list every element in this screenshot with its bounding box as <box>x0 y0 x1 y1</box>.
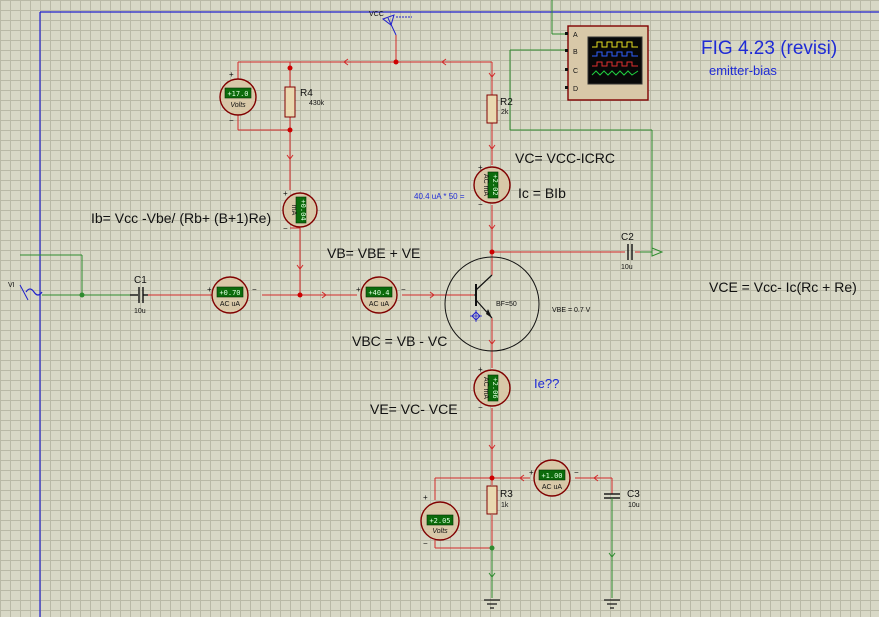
oscilloscope[interactable] <box>565 25 649 101</box>
c2-value: 10u <box>621 264 633 271</box>
vcc-label: VCC <box>369 11 384 18</box>
voltmeter-top-unit: Volts <box>230 102 246 109</box>
c3-value: 10u <box>628 502 640 509</box>
vce-formula: VCE = Vcc- Ic(Rc + Re) <box>709 279 857 295</box>
ib-formula: Ib= Vcc -Vbe/ (Rb+ (B+1)Re) <box>91 210 271 226</box>
voltmeter-ve-unit: Volts <box>432 528 448 535</box>
voltmeter-ve[interactable] <box>420 501 460 541</box>
ammeter-ib[interactable] <box>360 276 398 314</box>
ammeter-ie-unit: AC mA <box>482 377 489 400</box>
svg-text:+: + <box>478 365 483 374</box>
svg-text:−: − <box>423 539 428 548</box>
r2-ref: R2 <box>500 97 513 108</box>
capacitor-c1[interactable] <box>130 287 148 303</box>
c1-value: 10u <box>134 308 146 315</box>
svg-text:+: + <box>229 70 234 79</box>
ve-formula: VE= VC- VCE <box>370 401 458 417</box>
ground-symbol-r3 <box>484 599 500 609</box>
ie-question: Ie?? <box>534 376 559 391</box>
c2-ref: C2 <box>621 232 634 243</box>
svg-text:−: − <box>478 200 483 209</box>
oscilloscope-channel-labels: A B C D <box>573 32 578 93</box>
ground-symbol-c3 <box>604 599 620 609</box>
resistor-r4[interactable] <box>284 86 296 118</box>
vbe-note: VBE = 0.7 V <box>552 307 591 314</box>
svg-text:+: + <box>478 163 483 172</box>
svg-text:+: + <box>207 285 212 294</box>
page-title: FIG 4.23 (revisi) <box>701 38 837 59</box>
meter-polarity-signs: + − + − + − + − + − + − + − + − <box>207 70 579 548</box>
junction-dots <box>287 59 495 481</box>
osc-channel-d: D <box>573 86 578 93</box>
vi-source[interactable] <box>19 284 50 301</box>
voltmeter-top-reading: +17.0 <box>227 90 248 98</box>
red-wires <box>148 35 652 549</box>
capacitor-c3[interactable] <box>604 493 620 528</box>
osc-channel-a: A <box>573 32 578 39</box>
green-junctions <box>79 292 495 551</box>
current-arrows <box>286 58 599 482</box>
ammeter-r4-reading: +0.04 <box>299 199 307 220</box>
ammeter-r4-unit: mA <box>290 205 297 216</box>
bjt-transistor[interactable] <box>444 256 540 352</box>
ammeter-r4[interactable] <box>282 192 318 228</box>
ammeter-ic-unit: AC mA <box>482 174 489 197</box>
r3-ref: R3 <box>500 489 513 500</box>
svg-text:+: + <box>423 493 428 502</box>
resistor-r3[interactable] <box>486 485 498 515</box>
ammeter-ie-reading: +2.06 <box>491 377 499 398</box>
page-subtitle: emitter-bias <box>709 63 777 78</box>
svg-text:−: − <box>283 224 288 233</box>
svg-text:−: − <box>252 285 257 294</box>
svg-text:−: − <box>478 403 483 412</box>
ammeter-ie[interactable] <box>473 369 511 407</box>
c2-output-terminal[interactable] <box>640 247 664 257</box>
voltmeter-ve-reading: +2.05 <box>429 517 450 525</box>
ammeter-c1-unit: AC uA <box>220 301 241 308</box>
vc-formula: VC= VCC-ICRC <box>515 150 615 166</box>
osc-channel-c: C <box>573 68 578 75</box>
vi-label: VI <box>8 282 15 289</box>
ammeter-ib-unit: AC uA <box>369 301 390 308</box>
svg-text:+: + <box>356 285 361 294</box>
ammeter-c3-unit: AC uA <box>542 484 563 491</box>
r2-value: 2k <box>501 109 509 116</box>
vb-formula: VB= VBE + VE <box>327 245 420 261</box>
r4-value: 430k <box>309 100 325 107</box>
ic-calc-note: 40.4 uA * 50 = <box>414 192 465 201</box>
voltmeter-top[interactable] <box>219 78 257 116</box>
ic-formula: Ic = BIb <box>518 185 566 201</box>
ammeter-c1[interactable] <box>211 276 249 314</box>
green-wires <box>20 0 653 598</box>
r3-value: 1k <box>501 502 509 509</box>
ammeter-ic-reading: +2.02 <box>491 174 499 195</box>
resistor-r2[interactable] <box>486 94 498 124</box>
svg-text:+: + <box>283 189 288 198</box>
vcc-terminal[interactable] <box>381 14 412 36</box>
ammeter-ib-reading: +40.4 <box>368 289 389 297</box>
svg-text:−: − <box>574 468 579 477</box>
c1-ref: C1 <box>134 275 147 286</box>
ammeter-c3[interactable] <box>533 459 571 497</box>
svg-text:+: + <box>529 468 534 477</box>
svg-text:−: − <box>229 116 234 125</box>
capacitor-c2[interactable] <box>627 244 633 260</box>
vbc-formula: VBC = VB - VC <box>352 333 447 349</box>
r4-ref: R4 <box>300 88 313 99</box>
transistor-beta: BF=50 <box>496 301 517 308</box>
ammeter-c1-reading: +0.70 <box>219 289 240 297</box>
c3-ref: C3 <box>627 489 640 500</box>
osc-channel-b: B <box>573 49 578 56</box>
ammeter-c3-reading: +1.00 <box>541 472 562 480</box>
svg-text:−: − <box>401 285 406 294</box>
green-arrows <box>488 552 616 578</box>
ammeter-ic[interactable] <box>473 166 511 204</box>
